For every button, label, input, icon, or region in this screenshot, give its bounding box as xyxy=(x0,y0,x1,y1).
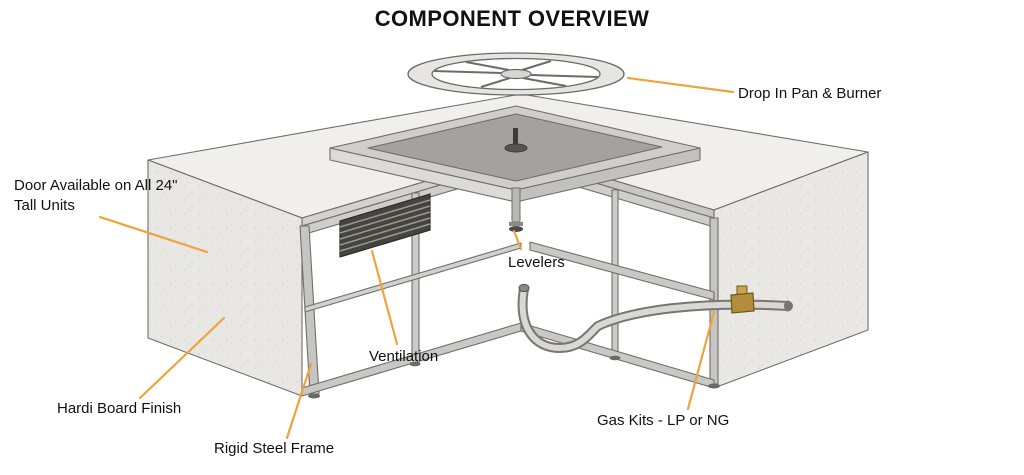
burner-ring xyxy=(407,52,625,96)
vent-grille xyxy=(339,193,431,258)
label-gas-kits: Gas Kits - LP or NG xyxy=(597,412,730,429)
leader-levelers xyxy=(512,229,523,251)
right-end-panel xyxy=(713,151,869,389)
burner-inlet-pin xyxy=(513,128,518,144)
label-ventilation: Ventilation xyxy=(369,348,439,365)
leader-drop-in-pan xyxy=(626,76,735,94)
leader-ventilation xyxy=(370,249,399,346)
label-levelers: Levelers xyxy=(508,254,565,271)
label-drop-in-pan-burner: Drop In Pan & Burner xyxy=(738,85,882,102)
leader-gas-kits xyxy=(686,310,716,411)
leader-hardi-board xyxy=(138,316,226,400)
drop-in-pan xyxy=(329,105,701,203)
label-hardi-board-finish: Hardi Board Finish xyxy=(57,400,182,417)
gas-valve xyxy=(730,285,755,314)
label-door-available: Door Available on All 24" Tall Units xyxy=(14,177,178,214)
page-title: COMPONENT OVERVIEW xyxy=(374,6,650,31)
left-end-panel-hardi-board xyxy=(147,159,303,397)
leader-lines xyxy=(98,76,735,440)
label-rigid-steel-frame: Rigid Steel Frame xyxy=(214,440,335,457)
leader-steel-frame xyxy=(285,362,313,440)
leader-door xyxy=(98,215,209,254)
gas-pipe xyxy=(517,283,793,354)
leveler-foot xyxy=(509,187,523,232)
